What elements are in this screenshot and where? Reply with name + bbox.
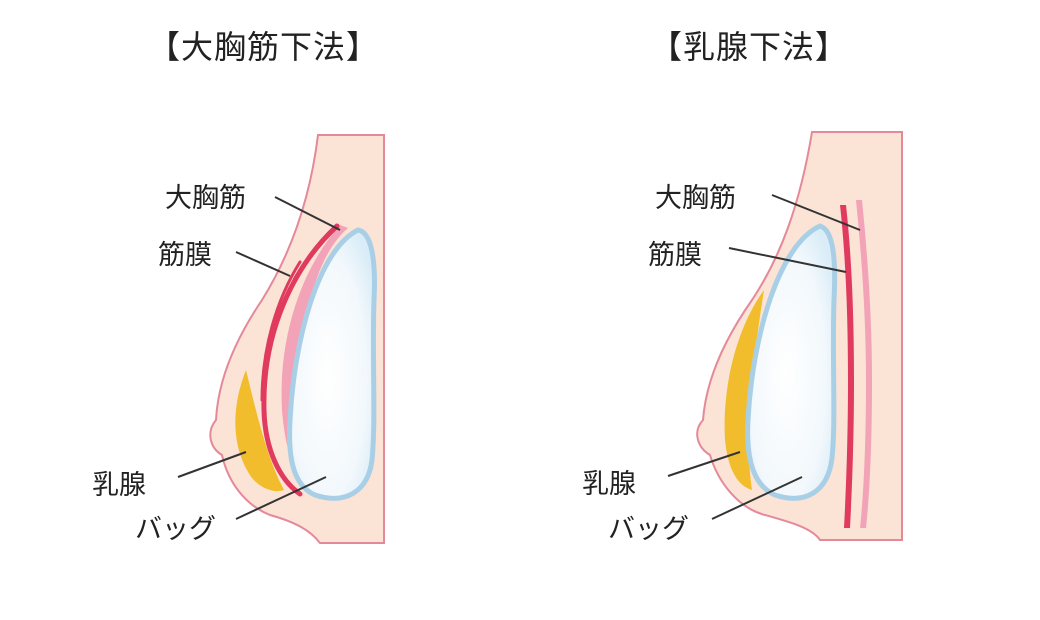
right-mammary-gland	[724, 290, 764, 490]
right-pectoral-muscle-light	[856, 200, 872, 528]
left-implant	[287, 227, 377, 501]
right-label-implant: バッグ	[608, 514, 689, 545]
right-leader-gland	[667, 451, 741, 477]
right-label-gland: 乳腺	[582, 469, 636, 500]
right-leader-pectoral	[771, 194, 861, 231]
left-pectoral-muscle	[261, 223, 340, 497]
left-fascia	[260, 260, 302, 402]
left-label-pectoral: 大胸筋	[165, 183, 246, 214]
title-submuscular: 【大胸筋下法】	[148, 28, 380, 66]
title-subglandular: 【乳腺下法】	[650, 28, 849, 66]
left-label-gland: 乳腺	[92, 470, 146, 501]
right-label-pectoral: 大胸筋	[655, 183, 736, 214]
left-leader-gland	[177, 451, 247, 478]
left-mammary-gland	[235, 370, 284, 492]
left-leader-implant	[235, 476, 327, 520]
left-leader-pectoral	[274, 196, 341, 231]
right-label-fascia: 筋膜	[648, 240, 702, 271]
right-diagram	[667, 131, 903, 541]
right-leader-fascia	[728, 247, 847, 273]
left-label-implant: バッグ	[135, 514, 216, 545]
right-pectoral-muscle	[840, 205, 854, 528]
left-label-fascia: 筋膜	[158, 240, 212, 271]
right-implant	[745, 223, 838, 501]
left-diagram	[177, 134, 385, 544]
left-leader-fascia	[235, 251, 291, 277]
right-leader-implant	[711, 476, 803, 520]
